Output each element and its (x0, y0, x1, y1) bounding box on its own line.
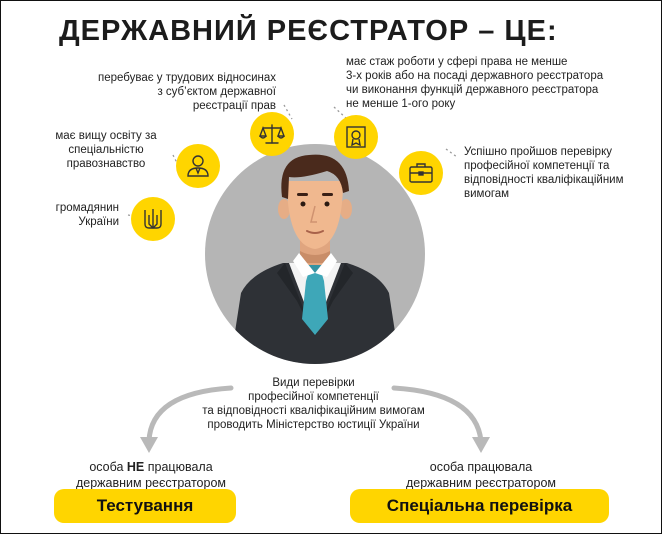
check-types-text: Види перевірки професійної компетенції т… (191, 376, 436, 432)
requirement-citizen: громадянин України (31, 201, 119, 229)
right-branch-line2: державним реєстратором (405, 476, 557, 490)
right-branch-text: особа працювала державним реєстратором (371, 459, 591, 491)
arrow-right (391, 385, 484, 444)
check-types-line: та відповідності кваліфікаційним вимогам (202, 405, 425, 417)
arrow-right-head (472, 437, 490, 453)
page-title: ДЕРЖАВНИЙ РЕЄСТРАТОР – ЦЕ: (59, 15, 558, 47)
testing-button[interactable]: Тестування (54, 489, 236, 523)
requirement-experience: має стаж роботи у сфері права не менше 3… (346, 55, 646, 111)
connector-education (172, 154, 179, 166)
badge-competence (399, 151, 443, 195)
scales-icon (258, 124, 286, 144)
connector-competence (445, 148, 458, 158)
requirement-citizen-line: України (78, 216, 119, 228)
left-branch-suffix: працювала (144, 460, 213, 474)
briefcase-icon (409, 163, 433, 183)
requirement-employment-line: перебуває у трудових відносинах (97, 72, 276, 84)
arrow-left (146, 385, 234, 444)
left-branch-bold: НЕ (126, 460, 145, 474)
badge-citizen (131, 197, 175, 241)
requirement-employment: перебуває у трудових відносинах з суб’єк… (61, 71, 276, 113)
requirement-competence-line: вимогам (464, 188, 510, 200)
requirement-education: має вищу освіту за спеціальністю правозн… (31, 129, 181, 171)
requirement-competence-line: професійної компетенції та (464, 160, 610, 172)
left-branch-text: особа НЕ працювала державним реєстраторо… (41, 459, 261, 491)
arrow-left-head (140, 437, 158, 453)
trident-icon (144, 209, 162, 229)
requirement-employment-line: з суб’єктом державної (157, 86, 276, 98)
requirement-experience-line: не менше 1-ого року (346, 98, 456, 110)
requirement-employment-line: реєстрації прав (192, 100, 276, 112)
requirement-education-line: спеціальністю (68, 144, 144, 156)
badge-education (176, 144, 220, 188)
requirement-citizen-line: громадянин (55, 202, 119, 214)
certificate-icon (346, 126, 366, 148)
requirement-experience-line: чи виконання функцій державного реєстрат… (346, 84, 599, 96)
requirement-experience-line: має стаж роботи у сфері права не менше (346, 56, 568, 68)
left-branch-prefix: особа (89, 460, 127, 474)
badge-experience (334, 115, 378, 159)
check-types-line: проводить Міністерство юстиції України (207, 419, 420, 431)
left-branch-line1: особа НЕ працювала (41, 459, 261, 475)
requirement-education-line: правознавство (66, 158, 146, 170)
requirement-experience-line: 3-х років або на посаді державного реєст… (346, 70, 604, 82)
check-types-line: Види перевірки (272, 377, 355, 389)
left-branch-line2: державним реєстратором (75, 476, 227, 490)
special-check-button[interactable]: Спеціальна перевірка (350, 489, 609, 523)
right-branch-line1: особа працювала (429, 460, 533, 474)
requirement-competence-line: відповідності кваліфікаційним (464, 174, 624, 186)
check-types-line: професійної компетенції (248, 391, 379, 403)
requirement-competence: Успішно пройшов перевірку професійної ко… (464, 145, 654, 201)
requirement-education-line: має вищу освіту за (55, 130, 157, 142)
badge-employment (250, 112, 294, 156)
person-icon (187, 155, 209, 177)
requirement-competence-line: Успішно пройшов перевірку (464, 146, 612, 158)
